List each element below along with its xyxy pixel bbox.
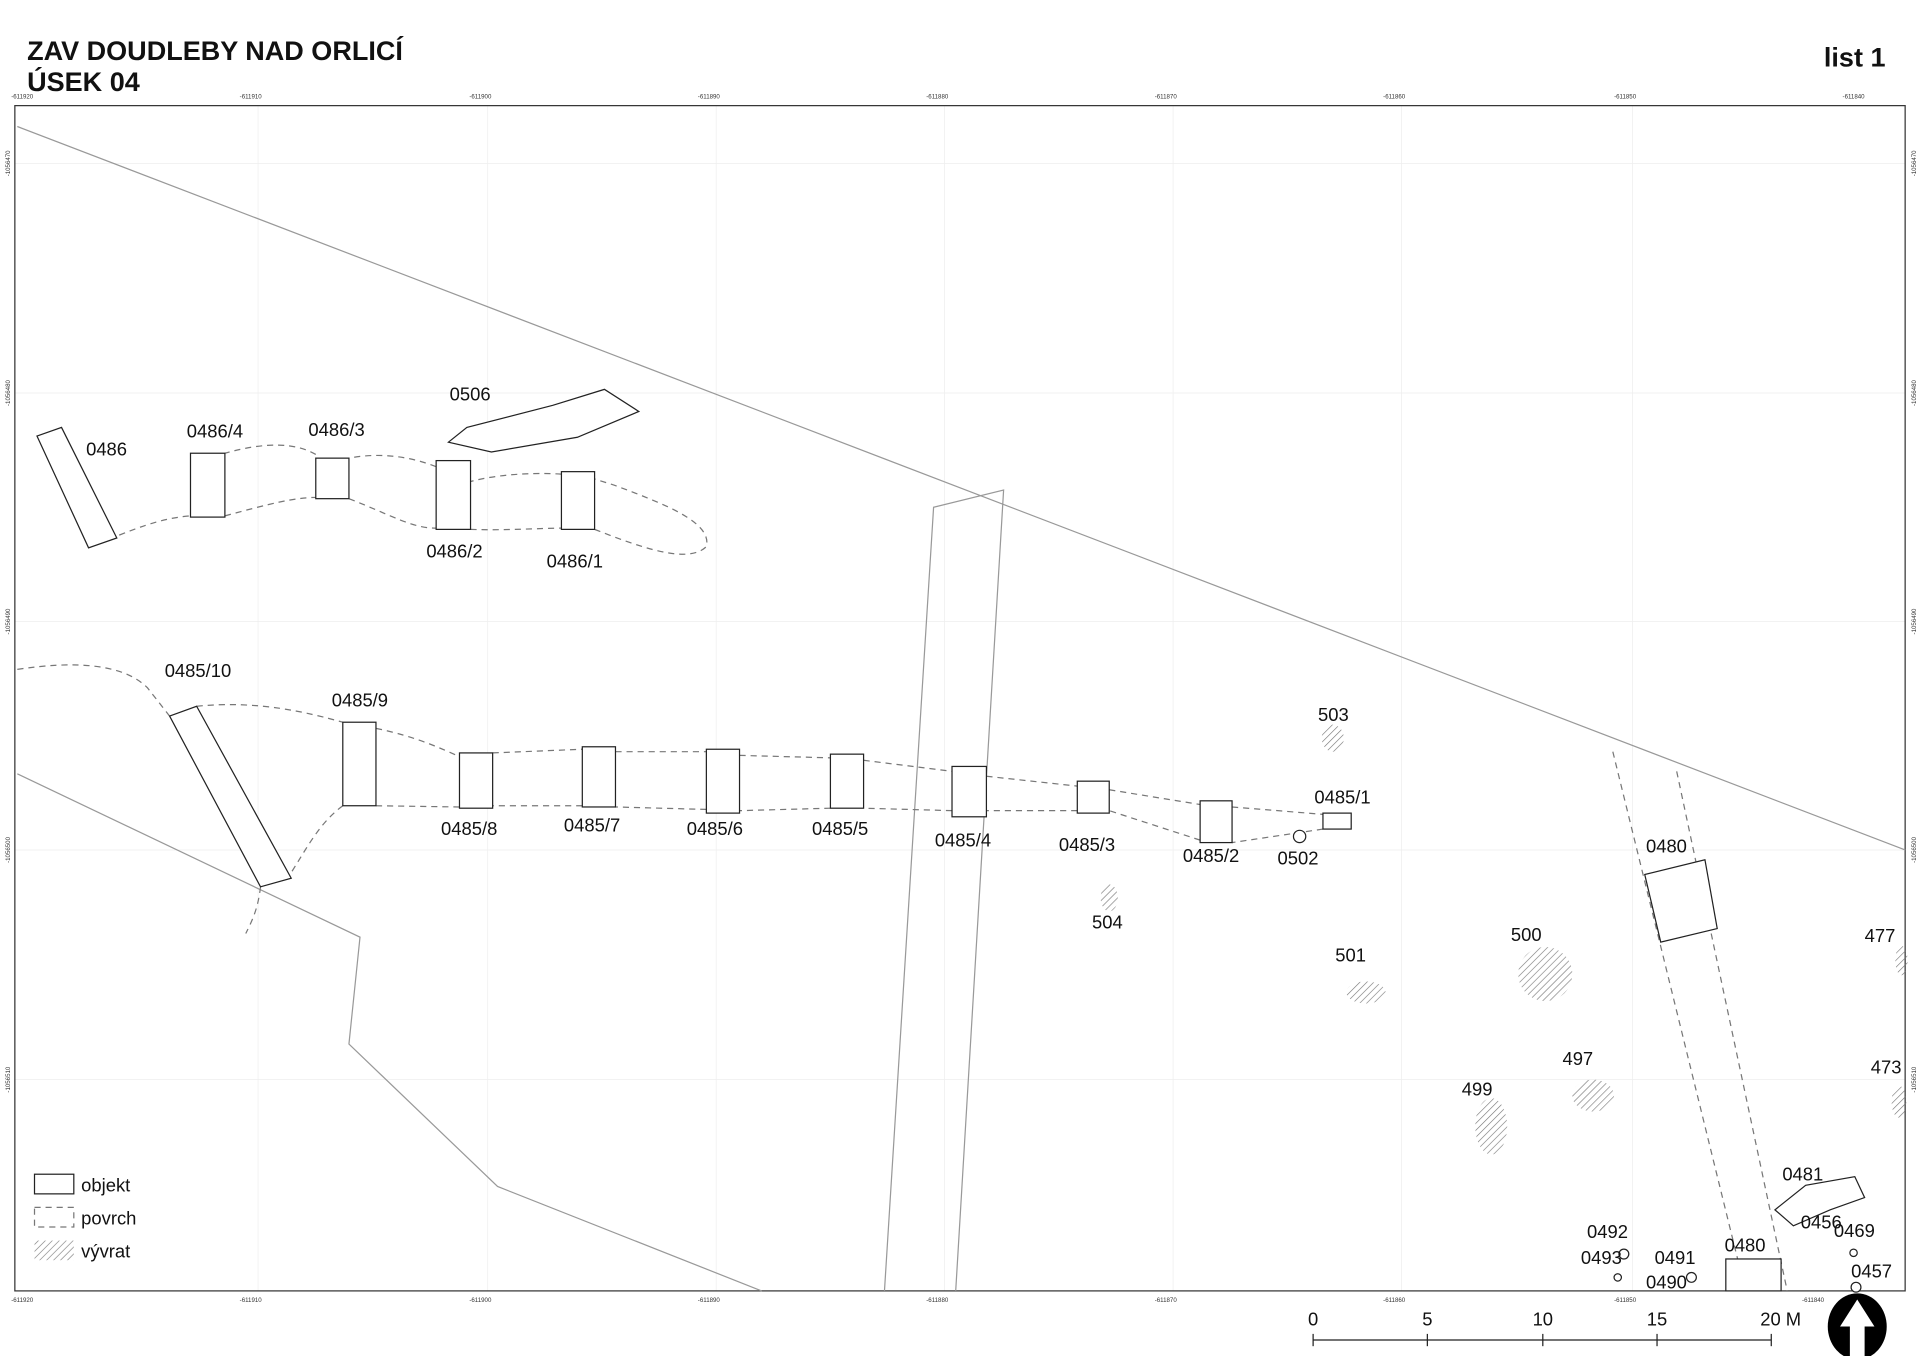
svg-text:-1056490: -1056490 xyxy=(1911,608,1918,634)
svg-text:-611910: -611910 xyxy=(240,1297,263,1304)
feature-label: 503 xyxy=(1318,704,1349,725)
svg-text:-1056500: -1056500 xyxy=(1911,836,1918,862)
grid-lines xyxy=(14,105,1906,1291)
svg-text:-611840: -611840 xyxy=(1843,93,1866,100)
feature-label: 0480 xyxy=(1646,835,1687,856)
svg-text:-1056500: -1056500 xyxy=(5,836,12,862)
x-axis-ticks: -611920 -611910 -611900 -611890 -611880 … xyxy=(11,93,1865,1304)
svg-text:-611900: -611900 xyxy=(469,93,492,100)
feature-label: 0486/1 xyxy=(547,550,603,571)
map-title: ZAV DOUDLEBY NAD ORLICÍ xyxy=(27,35,404,66)
boundary-lines xyxy=(17,125,1906,1292)
svg-text:-611880: -611880 xyxy=(926,93,949,100)
feature-label: 500 xyxy=(1511,924,1542,945)
feature-label: 0502 xyxy=(1278,848,1319,869)
feature-labels: 0486 0486/4 0486/3 0506 0486/2 0486/1 04… xyxy=(86,383,1901,1292)
legend-vyvrat-label: vývrat xyxy=(81,1241,130,1262)
legend-povrch-label: povrch xyxy=(81,1208,136,1229)
legend-objekt-swatch xyxy=(33,1173,75,1195)
svg-text:-611870: -611870 xyxy=(1155,93,1178,100)
svg-text:-1056480: -1056480 xyxy=(5,380,12,406)
map-frame xyxy=(14,105,1906,1292)
feature-label: 501 xyxy=(1335,945,1366,966)
legend-povrch-swatch xyxy=(33,1206,75,1228)
svg-text:-1056510: -1056510 xyxy=(5,1066,12,1092)
feature-label: 0492 xyxy=(1587,1221,1628,1242)
svg-text:-1056480: -1056480 xyxy=(1911,380,1918,406)
feature-label: 0485/10 xyxy=(165,660,232,681)
feature-label: 0485/3 xyxy=(1059,834,1115,855)
svg-text:-1056510: -1056510 xyxy=(1911,1066,1918,1092)
feature-label: 504 xyxy=(1092,912,1123,933)
feature-label: 0486/2 xyxy=(426,541,482,562)
svg-text:-611850: -611850 xyxy=(1614,1297,1637,1304)
feature-label: 0485/1 xyxy=(1314,786,1370,807)
svg-text:0: 0 xyxy=(1308,1308,1318,1329)
svg-text:-611880: -611880 xyxy=(926,1297,949,1304)
feature-label: 497 xyxy=(1562,1048,1593,1069)
feature-label: 0485/6 xyxy=(687,818,743,839)
svg-text:-611890: -611890 xyxy=(698,93,721,100)
map-subtitle: ÚSEK 04 xyxy=(27,66,140,97)
svg-text:-611890: -611890 xyxy=(698,1297,721,1304)
svg-text:-611920: -611920 xyxy=(11,93,34,100)
sheet-number: list 1 xyxy=(1824,42,1886,72)
north-arrow-icon xyxy=(1827,1293,1887,1356)
svg-text:-611920: -611920 xyxy=(11,1297,34,1304)
svg-text:20 M: 20 M xyxy=(1760,1308,1801,1329)
feature-label: 0456 xyxy=(1801,1211,1842,1232)
feature-label: 499 xyxy=(1462,1079,1493,1100)
svg-text:-1056470: -1056470 xyxy=(5,150,12,176)
feature-label: 0491 xyxy=(1655,1247,1696,1268)
feature-label: 0485/8 xyxy=(441,818,497,839)
feature-label: 0469 xyxy=(1834,1220,1875,1241)
feature-label: 0485/7 xyxy=(564,815,620,836)
svg-text:10: 10 xyxy=(1533,1308,1553,1329)
feature-label: 473 xyxy=(1871,1057,1902,1078)
objects xyxy=(36,388,1866,1293)
feature-label: 0481 xyxy=(1782,1163,1823,1184)
feature-label: 0485/9 xyxy=(332,689,388,710)
feature-label: 0485/5 xyxy=(812,818,868,839)
svg-text:-1056490: -1056490 xyxy=(5,608,12,634)
svg-text:5: 5 xyxy=(1422,1308,1432,1329)
svg-text:-611910: -611910 xyxy=(240,93,263,100)
feature-label: 0480 xyxy=(1725,1235,1766,1256)
feature-label: 0485/4 xyxy=(935,829,991,850)
svg-text:15: 15 xyxy=(1647,1308,1667,1329)
svg-text:-611860: -611860 xyxy=(1383,93,1406,100)
scale-bar: 0 5 10 15 20 M xyxy=(1308,1308,1801,1347)
svg-text:-611870: -611870 xyxy=(1155,1297,1178,1304)
feature-label: 0493 xyxy=(1581,1247,1622,1268)
legend-vyvrat-swatch xyxy=(34,1240,74,1261)
feature-label: 0457 xyxy=(1851,1260,1892,1281)
feature-label: 0486 xyxy=(86,439,127,460)
feature-label: 477 xyxy=(1865,925,1896,946)
y-axis-ticks: -1056470 -1056480 -1056490 -1056500 -105… xyxy=(5,150,1918,1093)
feature-label: 0490 xyxy=(1646,1271,1687,1292)
svg-text:-611860: -611860 xyxy=(1383,1297,1406,1304)
legend-objekt-label: objekt xyxy=(81,1174,130,1195)
svg-text:-611850: -611850 xyxy=(1614,93,1637,100)
svg-text:-611900: -611900 xyxy=(469,1297,492,1304)
svg-text:-1056470: -1056470 xyxy=(1911,150,1918,176)
surface-outlines xyxy=(17,444,1788,1292)
feature-label: 0486/3 xyxy=(308,419,364,440)
feature-label: 0486/4 xyxy=(187,420,243,441)
legend: objekt povrch vývrat xyxy=(33,1173,136,1262)
feature-label: 0506 xyxy=(450,383,491,404)
feature-label: 0485/2 xyxy=(1183,845,1239,866)
tree-throws xyxy=(1100,724,1908,1155)
svg-text:-611840: -611840 xyxy=(1802,1297,1825,1304)
